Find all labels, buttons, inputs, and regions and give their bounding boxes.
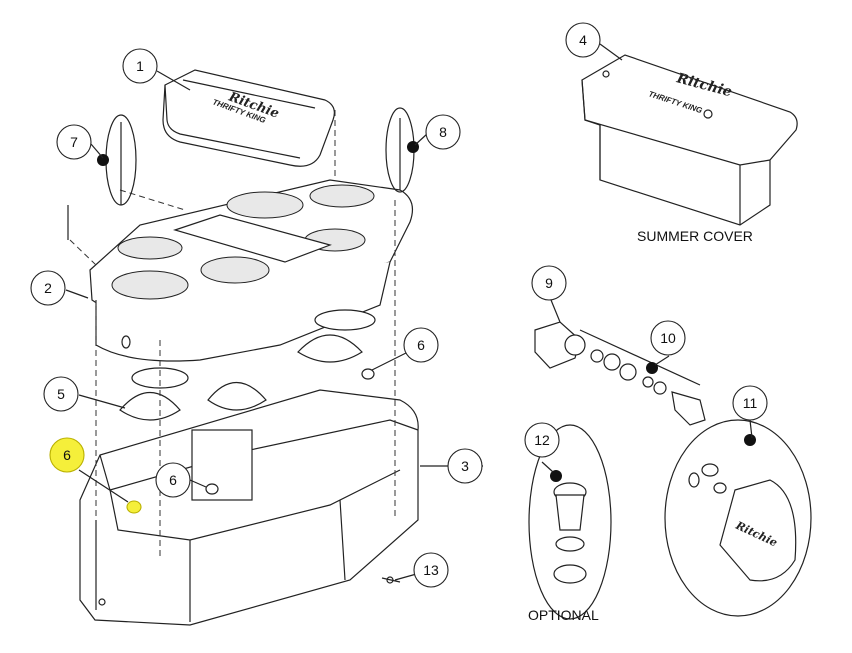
svg-text:11: 11 bbox=[743, 395, 758, 411]
svg-text:6: 6 bbox=[169, 472, 177, 488]
svg-text:4: 4 bbox=[579, 32, 587, 48]
callout-4: 4 bbox=[565, 22, 601, 58]
svg-text:7: 7 bbox=[70, 134, 78, 150]
optional-caption: OPTIONAL bbox=[528, 607, 599, 623]
part-10-valve-kit bbox=[579, 329, 706, 426]
part-2-top-basin bbox=[89, 179, 413, 362]
callout-9: 9 bbox=[531, 265, 567, 301]
callout-11: 11 bbox=[732, 385, 768, 421]
callout-13: 13 bbox=[413, 552, 449, 588]
part-11-float-assembly: Ritchie bbox=[664, 419, 812, 617]
part-3-base bbox=[79, 389, 419, 626]
part-7-hardware bbox=[67, 114, 137, 240]
callout-6-highlighted: 6 bbox=[49, 437, 85, 473]
svg-text:5: 5 bbox=[57, 386, 65, 402]
part-4-summer-cover: Ritchie THRIFTY KING bbox=[581, 54, 798, 226]
svg-text:1: 1 bbox=[136, 58, 144, 74]
callout-8: 8 bbox=[425, 114, 461, 150]
part-9-valve-body bbox=[534, 321, 586, 369]
svg-text:9: 9 bbox=[545, 275, 553, 291]
callout-7: 7 bbox=[56, 124, 92, 160]
part-5-floats bbox=[119, 309, 376, 421]
part-12-optional-drain bbox=[528, 424, 612, 620]
part-8-hardware bbox=[385, 107, 419, 193]
callout-10: 10 bbox=[650, 320, 686, 356]
summer-cover-caption: SUMMER COVER bbox=[637, 228, 753, 244]
callout-6: 6 bbox=[403, 327, 439, 363]
svg-text:12: 12 bbox=[534, 432, 550, 448]
callout-5: 5 bbox=[43, 376, 79, 412]
callout-2: 2 bbox=[30, 270, 66, 306]
svg-text:6: 6 bbox=[417, 337, 425, 353]
part-6-fittings bbox=[126, 368, 375, 514]
callout-12: 12 bbox=[524, 422, 560, 458]
svg-text:6: 6 bbox=[63, 447, 71, 463]
svg-text:3: 3 bbox=[461, 458, 469, 474]
svg-text:10: 10 bbox=[660, 330, 676, 346]
part-1-lid: Ritchie THRIFTY KING bbox=[162, 69, 335, 167]
svg-text:13: 13 bbox=[423, 562, 439, 578]
part-13-hardware bbox=[381, 576, 401, 584]
svg-text:8: 8 bbox=[439, 124, 447, 140]
callout-3: 3 bbox=[447, 448, 483, 484]
callout-6: 6 bbox=[155, 462, 191, 498]
svg-text:2: 2 bbox=[44, 280, 52, 296]
callout-1: 1 bbox=[122, 48, 158, 84]
